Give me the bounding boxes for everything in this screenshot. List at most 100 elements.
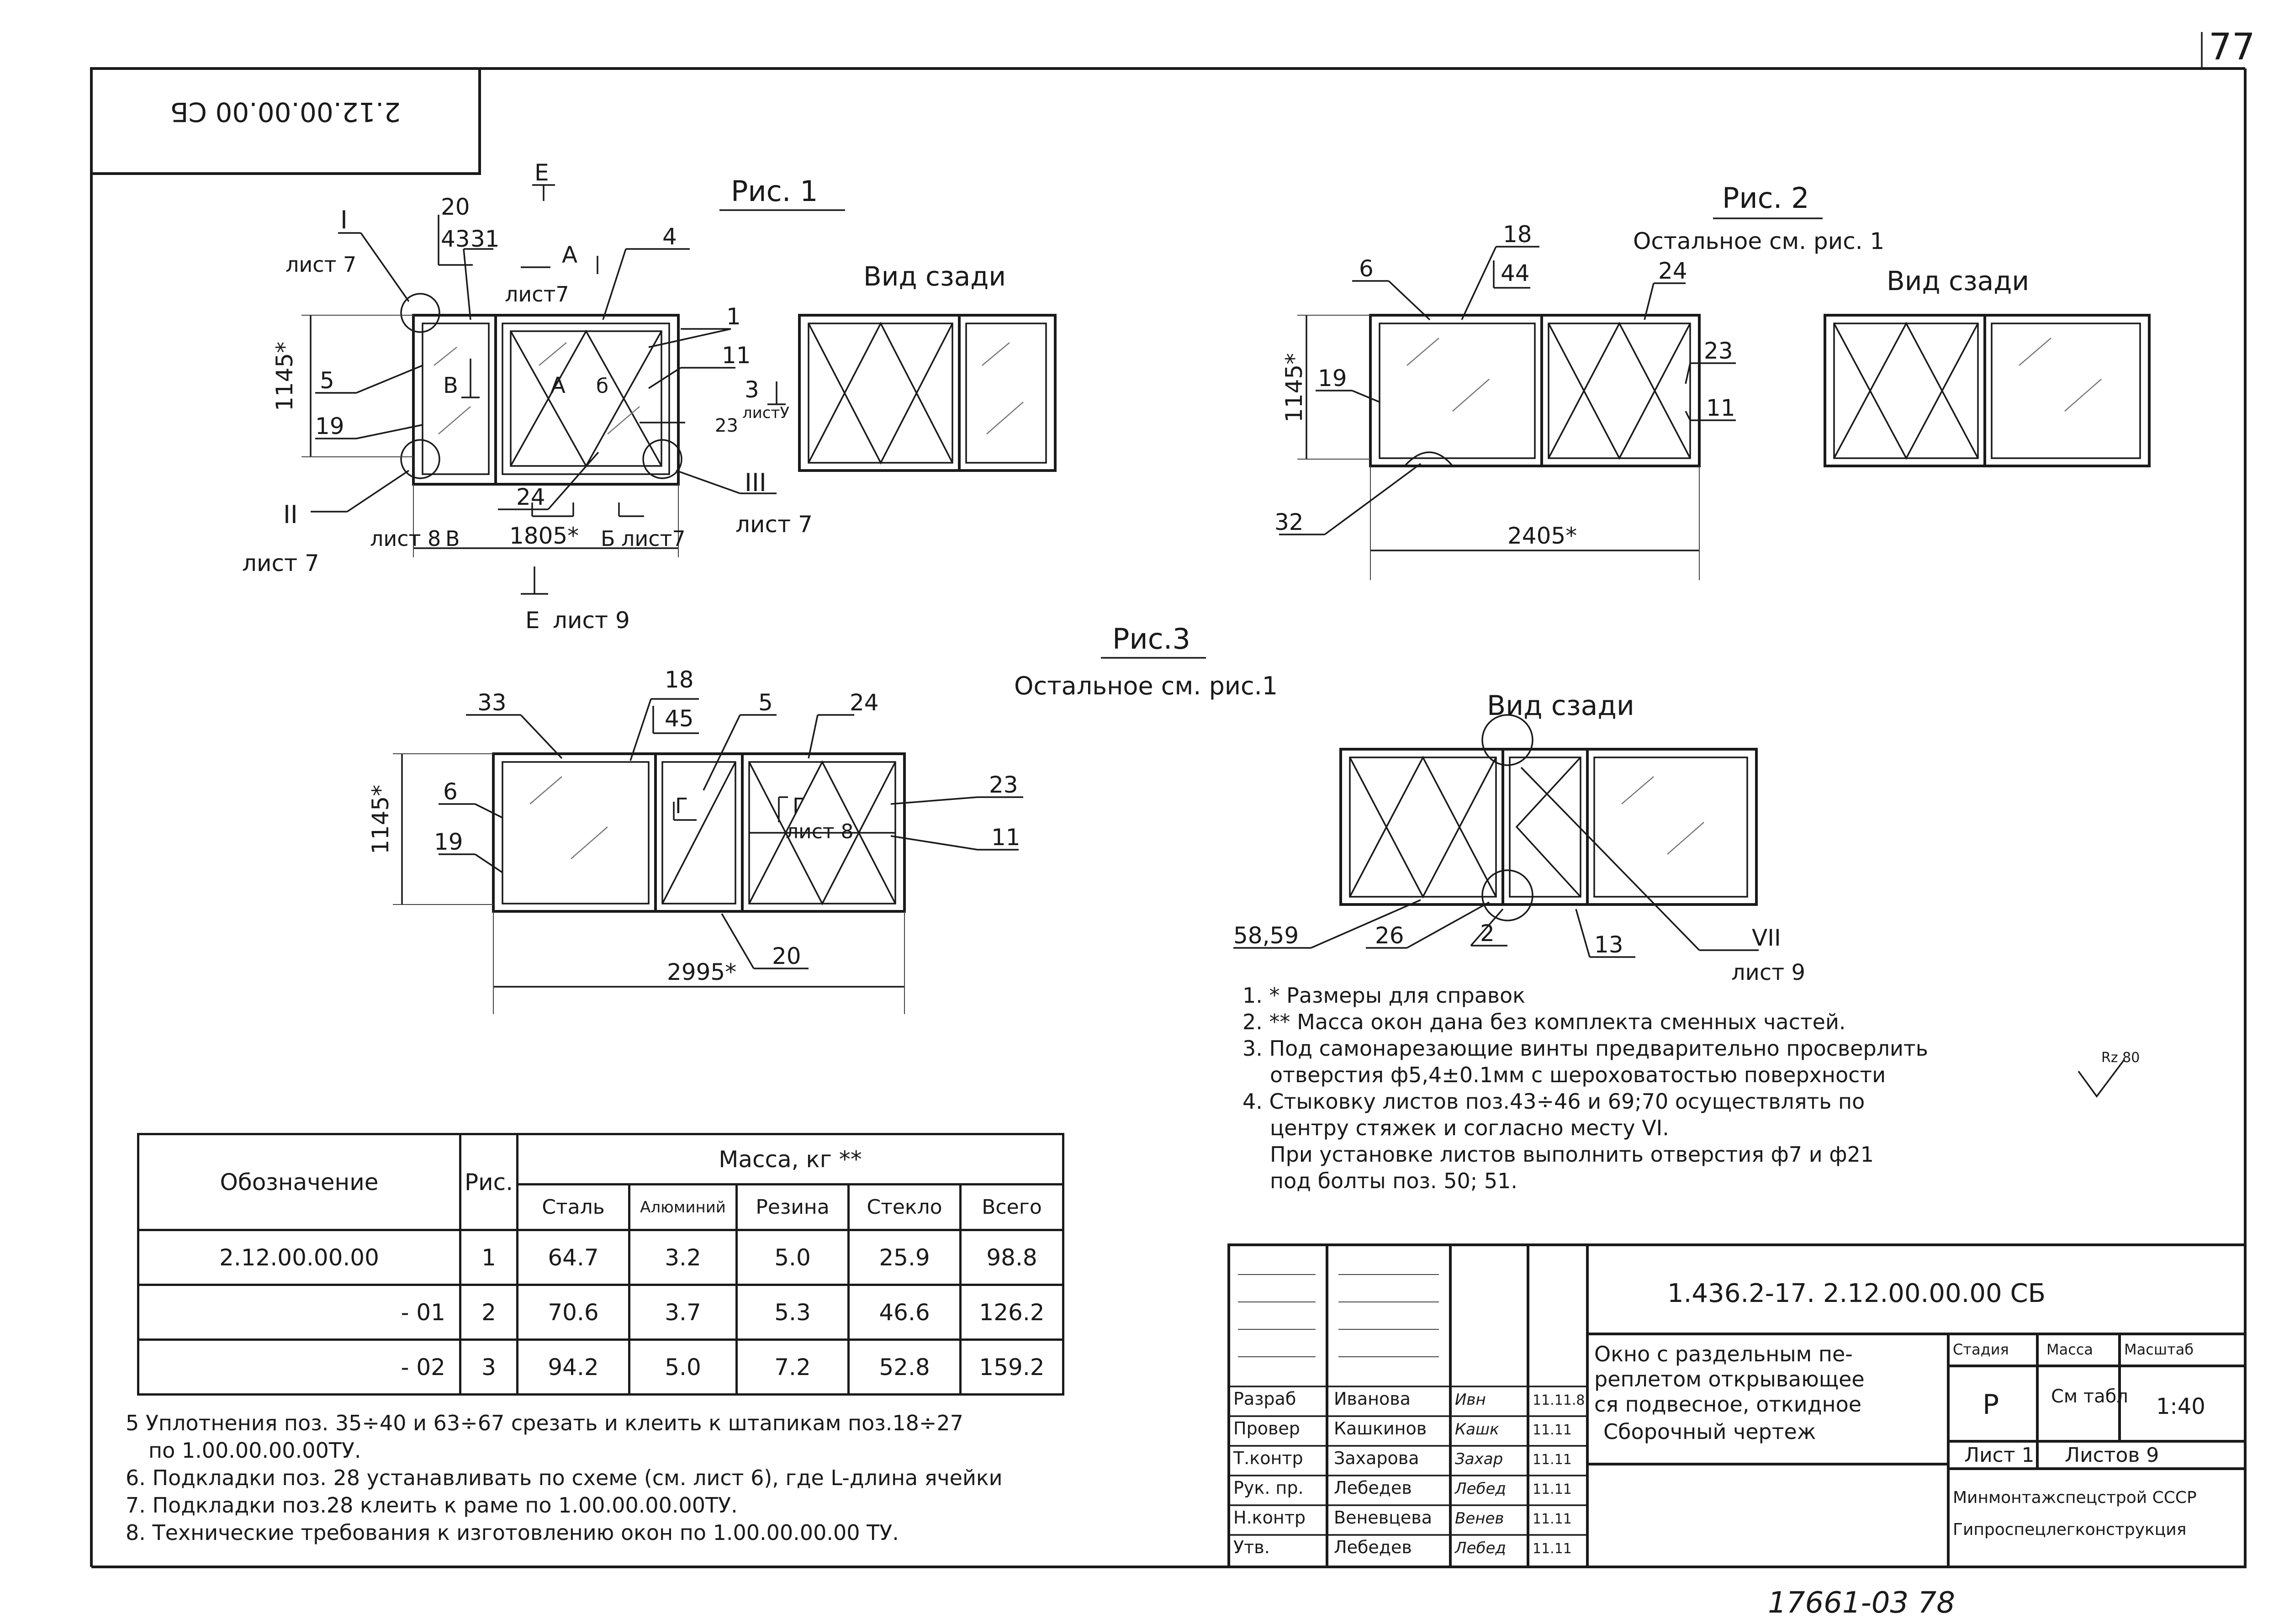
role-5-name: Лебедев (1334, 1537, 1412, 1557)
fig3-label-2: 2 (1480, 920, 1495, 947)
fig2-label-32: 32 (1274, 509, 1304, 535)
fig1-label-4: 4 (662, 223, 677, 250)
fig1-dim-h: 1145* (271, 342, 298, 411)
fig2-dim-w: 2405* (1507, 523, 1577, 549)
fig1-label-B: В (443, 373, 458, 398)
fig2-leaders (1279, 246, 1736, 535)
title-line-3: ся подвесное, откидное (1594, 1392, 1861, 1417)
sheet-value: Лист 1 (1964, 1444, 2034, 1467)
fig2-label-18: 18 (1503, 221, 1532, 248)
fig2-label-23: 23 (1704, 338, 1733, 364)
note-4a: 4. Стыковку листов поз.43÷46 и 69;70 осу… (1242, 1089, 1865, 1114)
fig1-label-1: 1 (726, 303, 741, 330)
note-4b: центру стяжек и согласно месту VI. (1270, 1116, 1669, 1140)
fig1-label-23: 23 (715, 415, 738, 436)
fig1-label-list7a: лист 7 (286, 252, 356, 277)
mass-label: Масса (2046, 1341, 2093, 1358)
fig1-label-43: 43 (441, 226, 470, 252)
role-1-sign: Кашк (1455, 1420, 1499, 1439)
col-fig: Рис. (459, 1133, 518, 1231)
role-0-name: Иванова (1334, 1389, 1411, 1409)
fig3-label-11: 11 (991, 824, 1020, 851)
title-block-frame (1227, 1243, 2247, 1568)
fig2-label-19: 19 (1318, 365, 1347, 391)
table-row: - 02 3 94.2 5.0 7.2 52.8 159.2 (137, 1338, 1064, 1396)
fig2-dim-h: 1145* (1281, 353, 1307, 423)
note-6: 6. Подкладки поз. 28 устанавливать по сх… (126, 1465, 1003, 1490)
fig3-subtitle: Остальное см. рис.1 (1014, 672, 1278, 700)
role-4-sign: Венев (1455, 1509, 1504, 1528)
fig1-label-A2: А (550, 373, 566, 398)
note-7: 7. Подкладки поз.28 клеить к раме по 1.0… (126, 1493, 738, 1518)
note-3b: отверстия ф5,4±0.1мм с шероховатостью по… (1270, 1063, 1886, 1087)
note-4d: под болты поз. 50; 51. (1270, 1169, 1518, 1193)
title-line-2: реплетом открывающее (1594, 1367, 1865, 1391)
title-line-4: Сборочный чертеж (1603, 1419, 1816, 1444)
fig1-back-view-label: Вид сзади (863, 261, 1006, 292)
fig3-label-45: 45 (665, 705, 694, 732)
fig2-back-view-label: Вид сзади (1887, 265, 2029, 296)
col-total: Всего (959, 1183, 1064, 1231)
org2: Гипроспецлегконструкция (1953, 1520, 2186, 1539)
table-row: 2.12.00.00.00 1 64.7 3.2 5.0 25.9 98.8 (137, 1229, 1064, 1286)
fig3-title: Рис.3 (1112, 622, 1190, 656)
fig3-back-view-label: Вид сзади (1487, 690, 1634, 722)
fig1-label-3: 3 (745, 376, 759, 403)
role-2: Т.контр (1233, 1448, 1303, 1468)
role-2-name: Захарова (1334, 1448, 1419, 1468)
notes-bottom: 5 Уплотнения поз. 35÷40 и 63÷67 срезать … (126, 1409, 1245, 1546)
col-rubber: Резина (735, 1183, 850, 1231)
role-4-date: 11.11 (1533, 1511, 1572, 1527)
fig3-label-list8: лист 8 (786, 820, 854, 843)
note-1: 1. * Размеры для справок (1242, 983, 1525, 1008)
fig1-label-A: А (562, 242, 577, 268)
fig3-front-view (492, 752, 906, 913)
fig3-dim-w: 2995* (667, 959, 736, 985)
role-0-date: 11.11.8 (1533, 1392, 1585, 1408)
fig1-label-I: I (340, 206, 348, 234)
fig3-label-list9: лист 9 (1731, 960, 1805, 985)
role-0-sign: Ивн (1455, 1391, 1486, 1409)
fig3-label-24: 24 (850, 689, 879, 716)
fig2-label-6: 6 (1359, 255, 1374, 282)
fig3-label-G2: Г (793, 793, 805, 818)
col-designation: Обозначение (137, 1133, 461, 1231)
notes: 1. * Размеры для справок 2. ** Масса око… (1242, 982, 2270, 1194)
note-3a: 3. Под самонарезающие винты предваритель… (1242, 1036, 1928, 1061)
fig1-label-31: 31 (471, 226, 500, 252)
mass-table: Обозначение Рис. Масса, кг ** Сталь Алюм… (137, 1133, 1064, 1396)
fig3-leaders (439, 698, 1759, 969)
top-stamp: 2.12.00.00.00 СБ (170, 96, 401, 127)
fig1-leaders (311, 184, 786, 595)
fig2-subtitle: Остальное см. рис. 1 (1633, 228, 1884, 254)
fig1-label-III: III (745, 468, 767, 497)
note-4c: При установке листов выполнить отверстия… (1270, 1142, 1874, 1167)
fig2-title: Рис. 2 (1722, 181, 1809, 215)
bottom-stamp: 17661-03 78 (1768, 1586, 1955, 1620)
fig1-label-list7c: лист 7 (242, 550, 319, 577)
fig1-label-B3: Б (601, 526, 615, 551)
fig1-label-list7d: лист 7 (735, 511, 813, 538)
fig1-label-list7f: листУ (742, 404, 789, 422)
fig1-label-B2: В (445, 526, 460, 551)
fig3-label-20: 20 (772, 943, 801, 969)
fig1-label-list8: лист 8 (370, 526, 441, 551)
fig1-label-G: б (596, 375, 608, 398)
stage-label: Стадия (1953, 1341, 2009, 1358)
fig1-label-5: 5 (320, 367, 334, 394)
scale-label: Масштаб (2124, 1341, 2194, 1358)
fig3-label-6: 6 (443, 778, 458, 805)
title-roles: Разраб Иванова Ивн 11.11.8 Провер Кашкин… (1233, 1389, 1585, 1557)
title-line-1: Окно с раздельным пе- (1594, 1342, 1853, 1366)
note-2: 2. ** Масса окон дана без комплекта смен… (1242, 1010, 1846, 1034)
fig1-label-E2: Е (525, 607, 540, 634)
col-mass: Масса, кг ** (516, 1133, 1064, 1185)
fig2-label-24: 24 (1658, 258, 1687, 284)
role-1: Провер (1233, 1418, 1300, 1439)
role-3-date: 11.11 (1533, 1481, 1572, 1497)
fig1-dim-w: 1805* (509, 523, 579, 549)
fig3-label-33: 33 (477, 689, 507, 716)
fig1-back-view (798, 314, 1057, 472)
fig1-label-11: 11 (722, 342, 751, 369)
